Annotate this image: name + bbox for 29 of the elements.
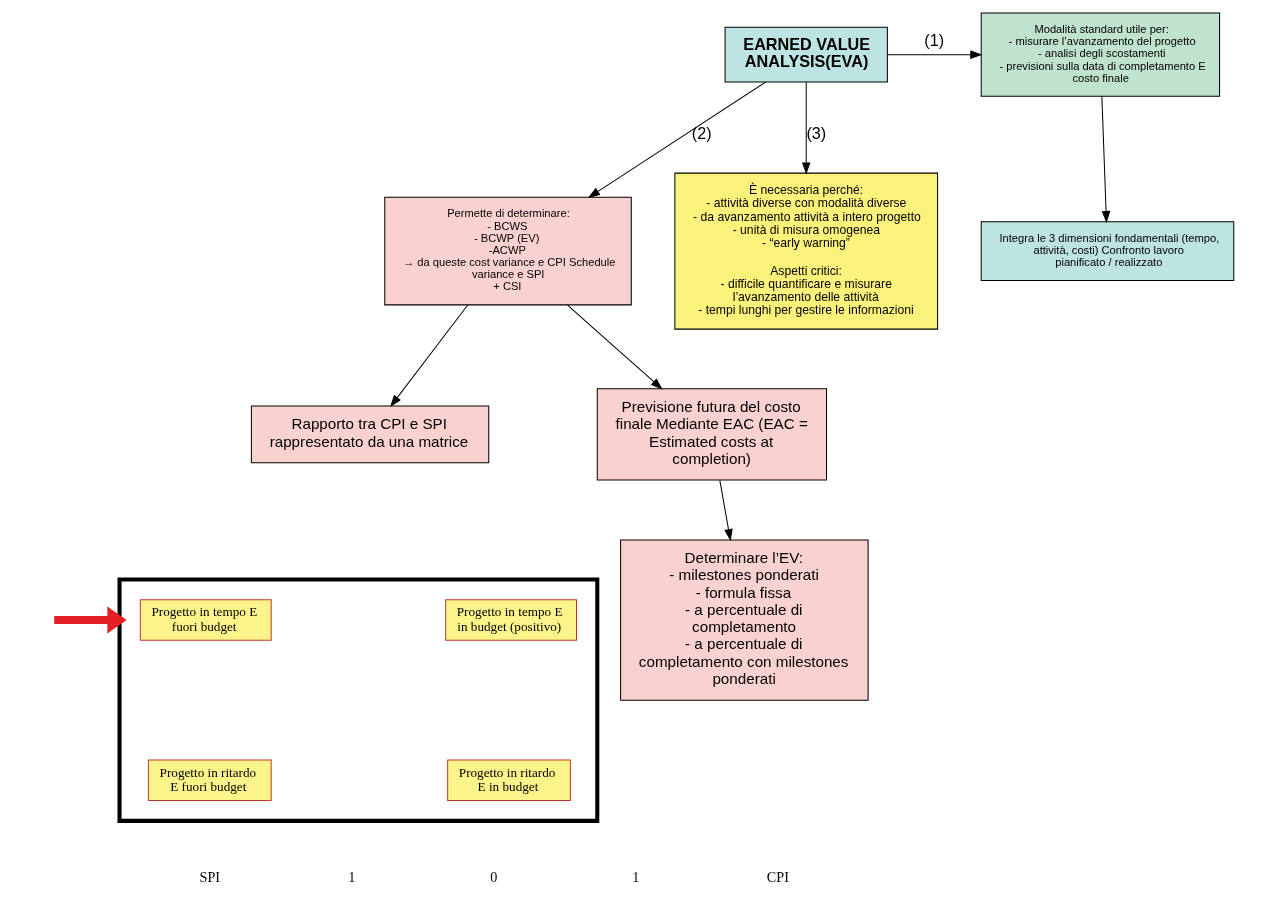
node-box: Integra le 3 dimensioni fondamentali (tempo, attività, costi) Confronto lavoro pianificato / realizzato <box>980 220 1234 281</box>
arrow <box>587 81 766 198</box>
node-box: Progetto in tempo E fuori budget <box>139 598 272 641</box>
node-box: Progetto in tempo E in budget (positivo) <box>444 598 577 641</box>
arrow <box>718 479 733 541</box>
node-box: Determinare l’EV: - milestones ponderati - formula fissa - a percentuale di completamento - a percentuale di completamento con milestones ponderati <box>619 538 869 701</box>
arrow <box>801 81 810 175</box>
node-box: EARNED VALUE ANALYSIS(EVA) <box>724 26 888 83</box>
edge-label: (2) <box>691 123 712 142</box>
node-box: Modalità standard utile per: - misurare l’avanzamento del progetto - analisi degli scostamenti - previsioni sulla data di completamento E costo finale <box>980 12 1220 97</box>
node-box: Progetto in ritardo E in budget <box>446 759 571 801</box>
arrow <box>1100 95 1110 223</box>
label: 1 <box>347 868 355 885</box>
label: 0 <box>489 868 497 885</box>
node-box: Permette di determinare: - BCWS - BCWP (EV) -ACWP → da queste cost variance e CPI Schedule variance e SPI + CSI <box>383 196 632 305</box>
cluster <box>117 576 599 823</box>
node-box: Rapporto tra CPI e SPI rappresentato da una matrice <box>250 405 489 463</box>
node-box: È necessaria perché: - attività diverse con modalità diverse - da avanzamento attività a intero progetto - unità di misura omogenea - “early warning” Aspetti critici: - difficile quantificare e misurare l’avanzamento delle attività - tempi lunghi per gestire le informazioni <box>673 172 938 330</box>
edge-label: (1) <box>923 30 944 49</box>
node-box: Progetto in ritardo E fuori budget <box>147 759 272 801</box>
label: SPI <box>199 868 220 885</box>
edge-label: (3) <box>805 123 826 142</box>
arrow <box>53 606 127 633</box>
node-box: Previsione futura del costo finale Mediante EAC (EAC = Estimated costs at completion) <box>596 387 827 481</box>
arrow <box>886 49 982 59</box>
arrow <box>566 304 663 390</box>
label: CPI <box>766 868 789 885</box>
label: 1 <box>631 868 639 885</box>
arrow <box>389 304 468 407</box>
